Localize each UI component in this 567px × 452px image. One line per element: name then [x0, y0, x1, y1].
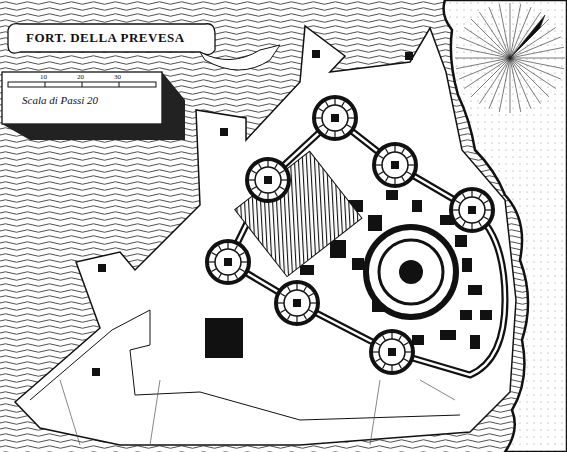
keep-ring: [379, 240, 443, 304]
banner-tail: [200, 45, 280, 70]
map-title: FORT. DELLA PREVESA: [26, 30, 185, 46]
scale-number: 10: [40, 73, 47, 81]
towers: [207, 97, 493, 373]
castle-wall: [228, 118, 505, 375]
scale-ticks: [45, 82, 119, 87]
scale-plinth: [2, 72, 162, 124]
road: [60, 380, 455, 445]
scale-number: 30: [114, 73, 121, 81]
banner: [8, 24, 215, 55]
barracks: [235, 151, 362, 276]
castle-wall-inner: [228, 118, 505, 375]
scale-bar: [8, 82, 156, 87]
scale-caption: Scala di Passi 20: [22, 94, 98, 106]
keep: [366, 227, 456, 317]
scale-number: 20: [77, 73, 84, 81]
keep-core: [399, 260, 423, 284]
scale-plinth-shadow: [2, 72, 185, 140]
compass-rose: [455, 3, 565, 113]
